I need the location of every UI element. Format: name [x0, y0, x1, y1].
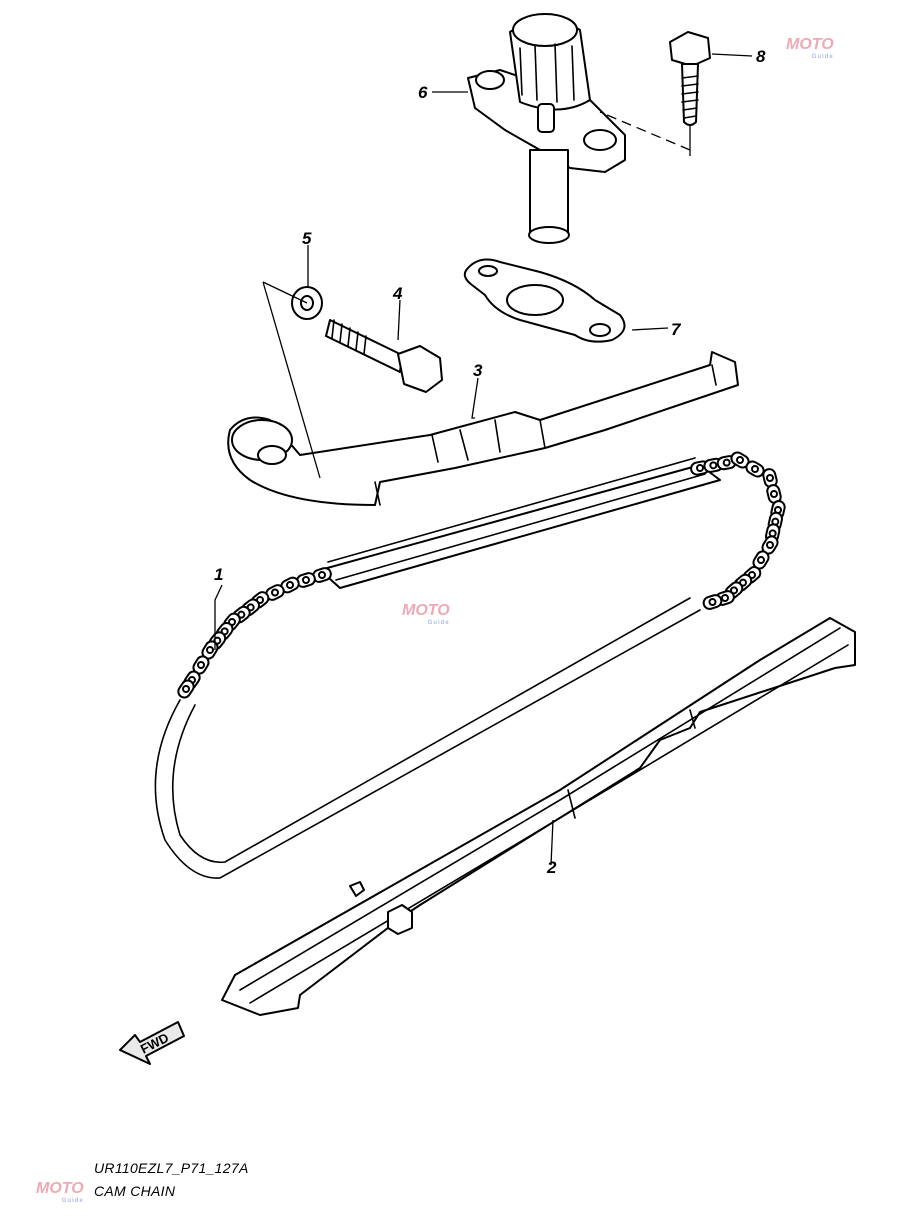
chain-guide-2	[221, 617, 856, 1016]
diagram-code: UR110EZL7_P71_127A	[94, 1160, 249, 1176]
chain-pin	[757, 556, 765, 564]
chain-pin	[721, 594, 729, 602]
tensioner-arm-3	[227, 351, 739, 506]
chain-pin	[182, 685, 190, 693]
diagram-title: CAM CHAIN	[94, 1183, 176, 1199]
chain-pin	[766, 541, 774, 549]
chain-pin	[736, 456, 744, 464]
chain-pin	[696, 464, 704, 472]
chain-pin	[709, 461, 718, 470]
chain-pin	[768, 529, 777, 538]
chain-pin	[770, 490, 778, 498]
chain-pin	[206, 646, 214, 654]
fwd-arrow-icon: FWD	[119, 1021, 185, 1065]
chain-pin	[286, 581, 294, 589]
chain-pin	[302, 576, 310, 584]
tensioner-adjuster	[467, 13, 626, 244]
chain-pin	[708, 598, 717, 606]
callout-1: 1	[214, 565, 223, 584]
chain-pin	[318, 571, 326, 579]
callout-3: 3	[473, 361, 483, 380]
chain-pin	[722, 458, 731, 467]
cam-chain-1	[154, 451, 786, 879]
gasket-7	[463, 258, 626, 343]
callout-6: 6	[418, 83, 428, 102]
callout-7: 7	[671, 320, 682, 339]
leader-lines	[214, 53, 753, 866]
chain-pin	[271, 588, 279, 597]
bolt-4	[325, 319, 443, 393]
bolt-8	[669, 31, 711, 126]
callout-5: 5	[302, 229, 312, 248]
chain-pin	[766, 474, 774, 482]
chain-pin	[751, 465, 759, 473]
callout-4: 4	[392, 284, 403, 303]
callout-2: 2	[546, 858, 557, 877]
chain-pin	[197, 661, 205, 669]
callout-8: 8	[756, 47, 766, 66]
